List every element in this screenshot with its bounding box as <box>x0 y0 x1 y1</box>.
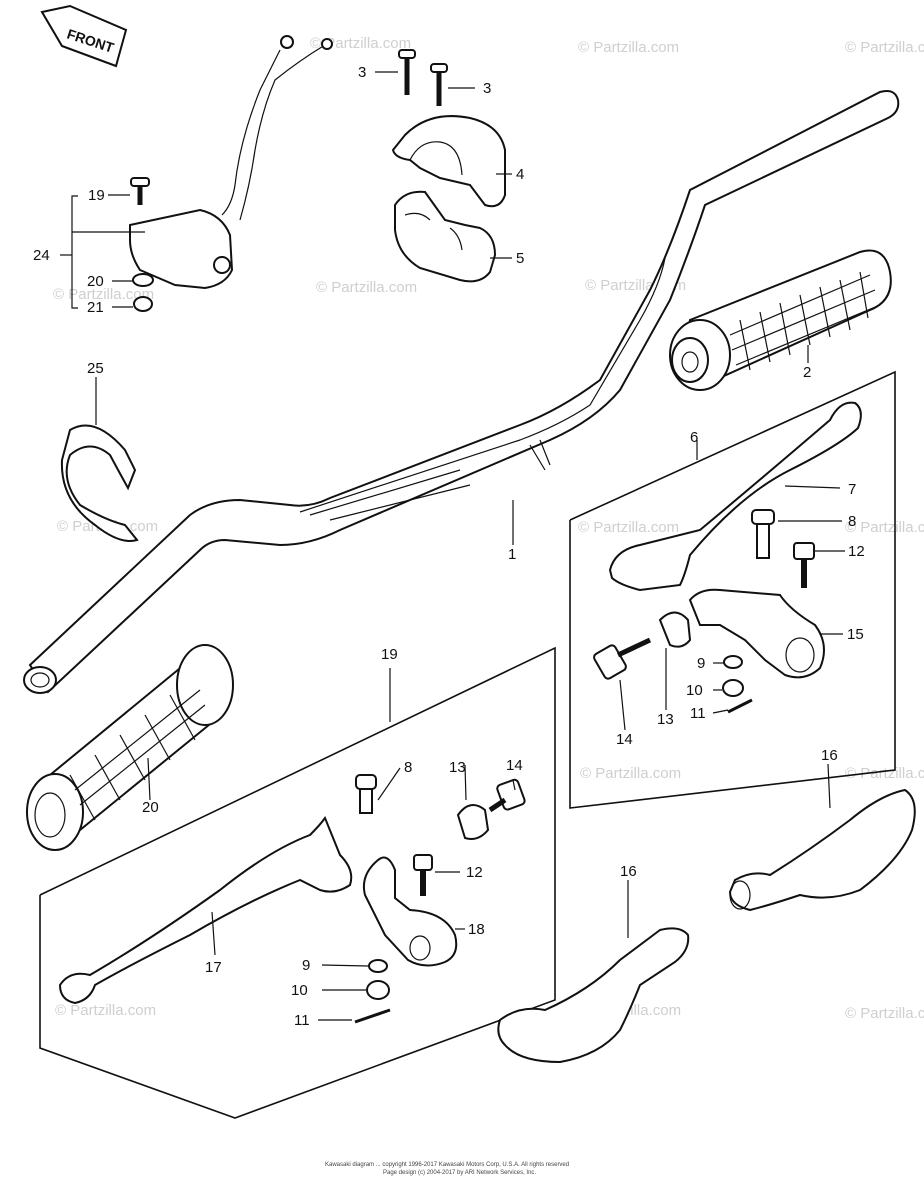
callout-24: 24 <box>33 247 50 264</box>
clutch-lever <box>608 401 862 592</box>
copyright-line: Page design (c) 2004-2017 by ARI Network… <box>383 1170 536 1176</box>
callout-11: 11 <box>294 1012 310 1029</box>
watermark: © Partzilla.com <box>845 1005 924 1022</box>
callout-6: 6 <box>690 429 698 446</box>
bolt-12 <box>793 542 815 588</box>
callout-9: 9 <box>302 957 310 974</box>
callout-14: 14 <box>616 731 633 748</box>
clutch-assembly-box <box>569 370 896 809</box>
watermark: © Partzilla.com <box>845 519 924 536</box>
callout-7: 7 <box>848 481 856 498</box>
watermark: © Partzilla.com <box>310 35 411 52</box>
callout-10: 10 <box>686 682 703 699</box>
watermark: © Partzilla.com <box>316 279 417 296</box>
copyright: Kawasaki diagram ... copyright 1996-2017… <box>325 1162 569 1176</box>
switch-housing <box>129 35 333 312</box>
copyright-line: Kawasaki diagram ... copyright 1996-2017… <box>325 1162 569 1168</box>
callout-12: 12 <box>848 543 865 560</box>
adjuster-right <box>593 611 692 680</box>
watermark: © Partzilla.com <box>55 1002 156 1019</box>
left-grip <box>26 644 234 851</box>
callout-12: 12 <box>466 864 483 881</box>
callout-3: 3 <box>358 64 366 81</box>
callout-20: 20 <box>142 799 159 816</box>
callout-8: 8 <box>404 759 412 776</box>
callout-9: 9 <box>697 655 705 672</box>
callout-1: 1 <box>508 546 516 563</box>
callout-23: 21 <box>87 299 104 316</box>
callout-21: 19 <box>88 187 105 204</box>
callout-labels: 3 3 4 5 19 24 20 21 25 1 2 6 7 8 12 15 9… <box>33 64 865 1029</box>
brake-assembly-box <box>39 646 556 1119</box>
band-strap <box>60 424 139 542</box>
leader-lines <box>60 71 845 1021</box>
callout-13: 13 <box>657 711 674 728</box>
callout-16: 16 <box>620 863 637 880</box>
callout-18: 18 <box>468 921 485 938</box>
washers-nut-right <box>722 655 753 714</box>
watermark: © Partzilla.com <box>580 765 681 782</box>
callout-11: 11 <box>690 705 706 722</box>
handlebar <box>23 90 900 694</box>
right-grip <box>669 249 892 391</box>
callout-16: 16 <box>821 747 838 764</box>
front-arrow: FRONT <box>40 4 128 68</box>
callout-15: 15 <box>847 626 864 643</box>
watermark: © Partzilla.com <box>578 39 679 56</box>
watermark: © Partzilla.com <box>845 765 924 782</box>
lever-holder <box>688 588 825 679</box>
callout-8: 8 <box>848 513 856 530</box>
callout-2: 2 <box>803 364 811 381</box>
callout-13: 13 <box>449 759 466 776</box>
watermark: © Partzilla.com <box>578 519 679 536</box>
callout-5: 5 <box>516 250 524 267</box>
callout-22: 20 <box>87 273 104 290</box>
callout-3: 3 <box>483 80 491 97</box>
watermark: © Partzilla.com <box>845 39 924 56</box>
pivot-bolt <box>751 509 775 559</box>
callout-25: 25 <box>87 360 104 377</box>
handlebar-holders <box>391 115 506 283</box>
washers-nut-left <box>354 959 391 1024</box>
bolts-3 <box>398 49 448 106</box>
callout-10: 10 <box>291 982 308 999</box>
watermark: © Partzilla.com <box>53 286 154 303</box>
lever-covers <box>497 788 916 1064</box>
callout-14: 14 <box>506 757 523 774</box>
brake-lever-holder <box>362 856 458 967</box>
brake-lever <box>58 815 353 1005</box>
callout-17: 17 <box>205 959 222 976</box>
fasteners-left <box>355 774 526 896</box>
callout-19: 19 <box>381 646 398 663</box>
callout-4: 4 <box>516 166 524 183</box>
